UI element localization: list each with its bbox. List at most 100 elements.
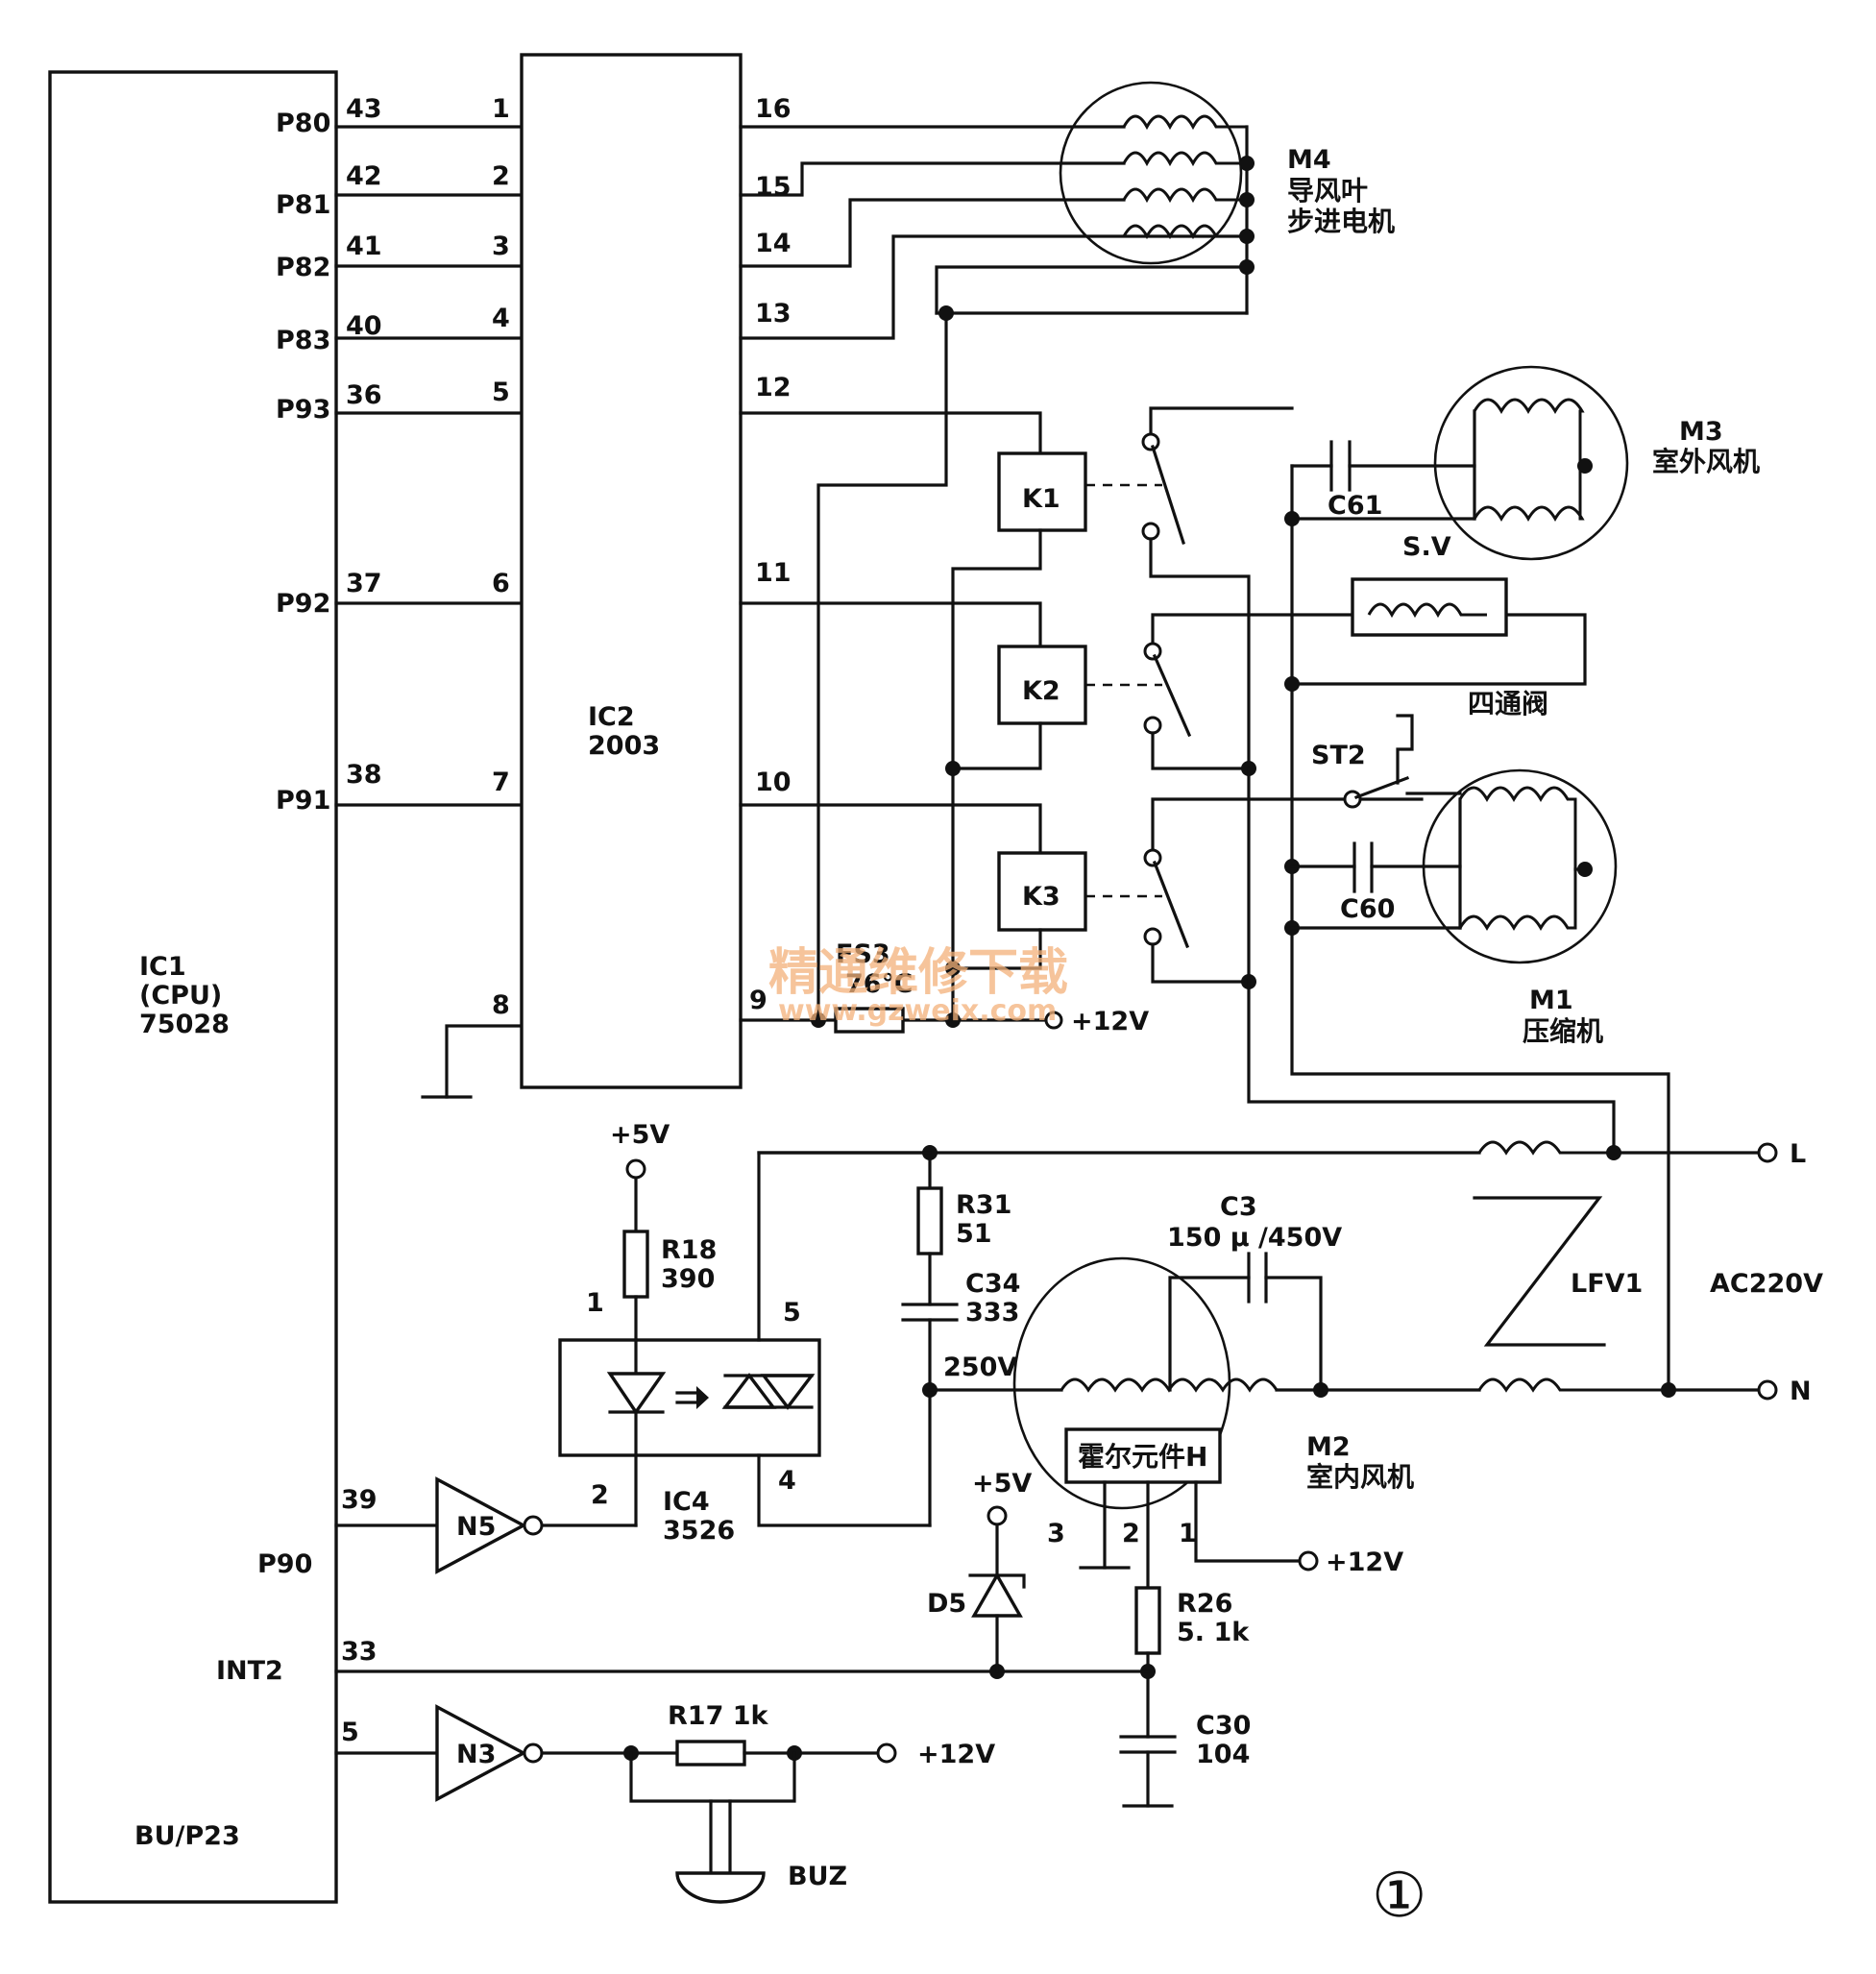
hall-sensor: 霍尔元件H	[1078, 1441, 1207, 1473]
num-43: 43	[346, 94, 382, 124]
m2-desc: 室内风机	[1306, 1461, 1414, 1493]
ic4-p1: 1	[586, 1288, 604, 1318]
r26-label: R26	[1177, 1589, 1232, 1619]
r31-value: 51	[956, 1219, 992, 1249]
pin-int2: INT2	[216, 1656, 283, 1686]
st2-label: ST2	[1311, 741, 1366, 770]
pin-p80: P80	[276, 109, 330, 138]
num-39: 39	[341, 1485, 378, 1515]
lfv1-label: LFV1	[1571, 1269, 1643, 1299]
out-16: 16	[755, 94, 792, 124]
rail-5v-a: +5V	[610, 1120, 670, 1150]
gate-n3-label: N3	[456, 1740, 496, 1769]
c61-label: C61	[1328, 491, 1382, 521]
in-1: 1	[492, 94, 510, 124]
in-8: 8	[492, 990, 510, 1020]
ic1-sub: (CPU)	[139, 981, 222, 1011]
r31-label: R31	[956, 1190, 1011, 1220]
ic1-name: IC1	[139, 952, 186, 982]
r18-label: R18	[661, 1235, 717, 1265]
c30-value: 104	[1196, 1740, 1250, 1769]
c34-value: 333	[965, 1298, 1019, 1328]
m1-name: M1	[1529, 986, 1573, 1015]
gate-n5-label: N5	[456, 1512, 496, 1542]
hall-p1: 1	[1179, 1519, 1197, 1548]
pin-p83: P83	[276, 326, 330, 355]
rail-12v-c: +12V	[917, 1740, 995, 1769]
pin-p93: P93	[276, 395, 330, 425]
relay-k3-label: K3	[1022, 882, 1060, 912]
fuse-line: FS3 76℃ +12V	[739, 939, 1149, 1036]
m3-name: M3	[1679, 417, 1723, 447]
c3-label: C3	[1220, 1192, 1257, 1222]
fuse-name: FS3	[836, 939, 890, 969]
hall-p2: 2	[1122, 1519, 1140, 1548]
watermark-text: 精通维修下载	[768, 944, 1068, 1002]
c34-label: C34	[965, 1269, 1020, 1299]
in-2: 2	[492, 161, 510, 191]
motor-m2: C3 150 μ /450V 霍尔元件H M2 室内风机 +12V 3 2 1	[928, 1192, 1414, 1590]
compressor-m1: ST2 C60 M1 压缩机	[1290, 714, 1618, 1047]
hall-p3: 3	[1047, 1519, 1065, 1548]
out-12: 12	[755, 373, 792, 402]
num-38: 38	[346, 760, 382, 790]
rail-12v-a: +12V	[1071, 1007, 1149, 1036]
ic1-part: 75028	[139, 1010, 230, 1039]
diode-d5: D5	[927, 1589, 966, 1619]
out-10: 10	[755, 768, 792, 797]
optocoupler-ic4: +5V R18 390 1 5 2 4 IC4 3526	[541, 1120, 932, 1546]
motor-m4: M4 导风叶 步进电机	[1059, 81, 1395, 265]
rail-12v-b: +12V	[1326, 1548, 1403, 1577]
r18-value: 390	[661, 1264, 715, 1294]
figure-number: ①	[1372, 1861, 1426, 1932]
out-9: 9	[749, 986, 767, 1015]
num-36: 36	[346, 380, 382, 410]
ic1-pkg: BU/P23	[134, 1821, 240, 1851]
r17-label: R17 1k	[668, 1701, 769, 1731]
m3-desc: 室外风机	[1652, 446, 1760, 477]
pin-p91: P91	[276, 786, 330, 816]
four-way-valve: S.V 四通阀	[1351, 532, 1548, 719]
fuse-value: 76℃	[845, 969, 913, 999]
m4-name: M4	[1287, 145, 1331, 175]
in-6: 6	[492, 569, 510, 598]
relay-k2: K2	[739, 601, 1587, 776]
num-37: 37	[346, 569, 382, 598]
rail-250v: 250V	[943, 1353, 1017, 1382]
num-41: 41	[346, 232, 382, 261]
cpu-ic2-bus: 43 42 41 40 36 37 38 1 2 3 4 5 6 7 8	[334, 94, 524, 1099]
m2-name: M2	[1306, 1432, 1351, 1462]
watermark-url: www.gzweix.com	[778, 994, 1057, 1028]
m1-desc: 压缩机	[1523, 1015, 1603, 1047]
stepper-wiring	[739, 125, 1255, 1022]
num-42: 42	[346, 161, 382, 191]
hall-input: R26 5. 1k C30 104 +5V D5 33	[334, 1469, 1251, 1808]
c30-label: C30	[1196, 1711, 1251, 1741]
in-7: 7	[492, 768, 510, 797]
in-3: 3	[492, 232, 510, 261]
neutral-bus	[1284, 464, 1670, 1392]
relay-k2-label: K2	[1022, 676, 1060, 706]
pin-p81: P81	[276, 190, 330, 220]
ic2-part: 2003	[588, 731, 660, 761]
rail-5v-b: +5V	[972, 1469, 1032, 1499]
ic4-part: 3526	[663, 1516, 735, 1546]
mains-input: L N AC220V LFV1	[757, 1139, 1823, 1406]
num-5: 5	[341, 1718, 359, 1747]
mains-l: L	[1790, 1139, 1806, 1169]
ic2-name: IC2	[588, 702, 635, 732]
buzzer-label: BUZ	[788, 1862, 847, 1891]
m4-desc2: 步进电机	[1287, 206, 1395, 237]
ic4-p4: 4	[778, 1466, 796, 1496]
motor-m3: C61 M3 室外风机	[1290, 365, 1760, 561]
r26-value: 5. 1k	[1177, 1618, 1250, 1647]
buzzer-driver: N3 5 +12V R17 1k BUZ	[334, 1701, 995, 1904]
ic4-name: IC4	[663, 1487, 710, 1517]
ic4-p5: 5	[783, 1298, 801, 1328]
ic2-driver: IC2 2003 16 15 14 13 12 11 10 9	[520, 53, 792, 1089]
c60-label: C60	[1340, 894, 1395, 924]
in-4: 4	[492, 304, 510, 333]
num-33: 33	[341, 1637, 378, 1667]
out-14: 14	[755, 229, 792, 258]
sv-name: S.V	[1402, 532, 1451, 562]
